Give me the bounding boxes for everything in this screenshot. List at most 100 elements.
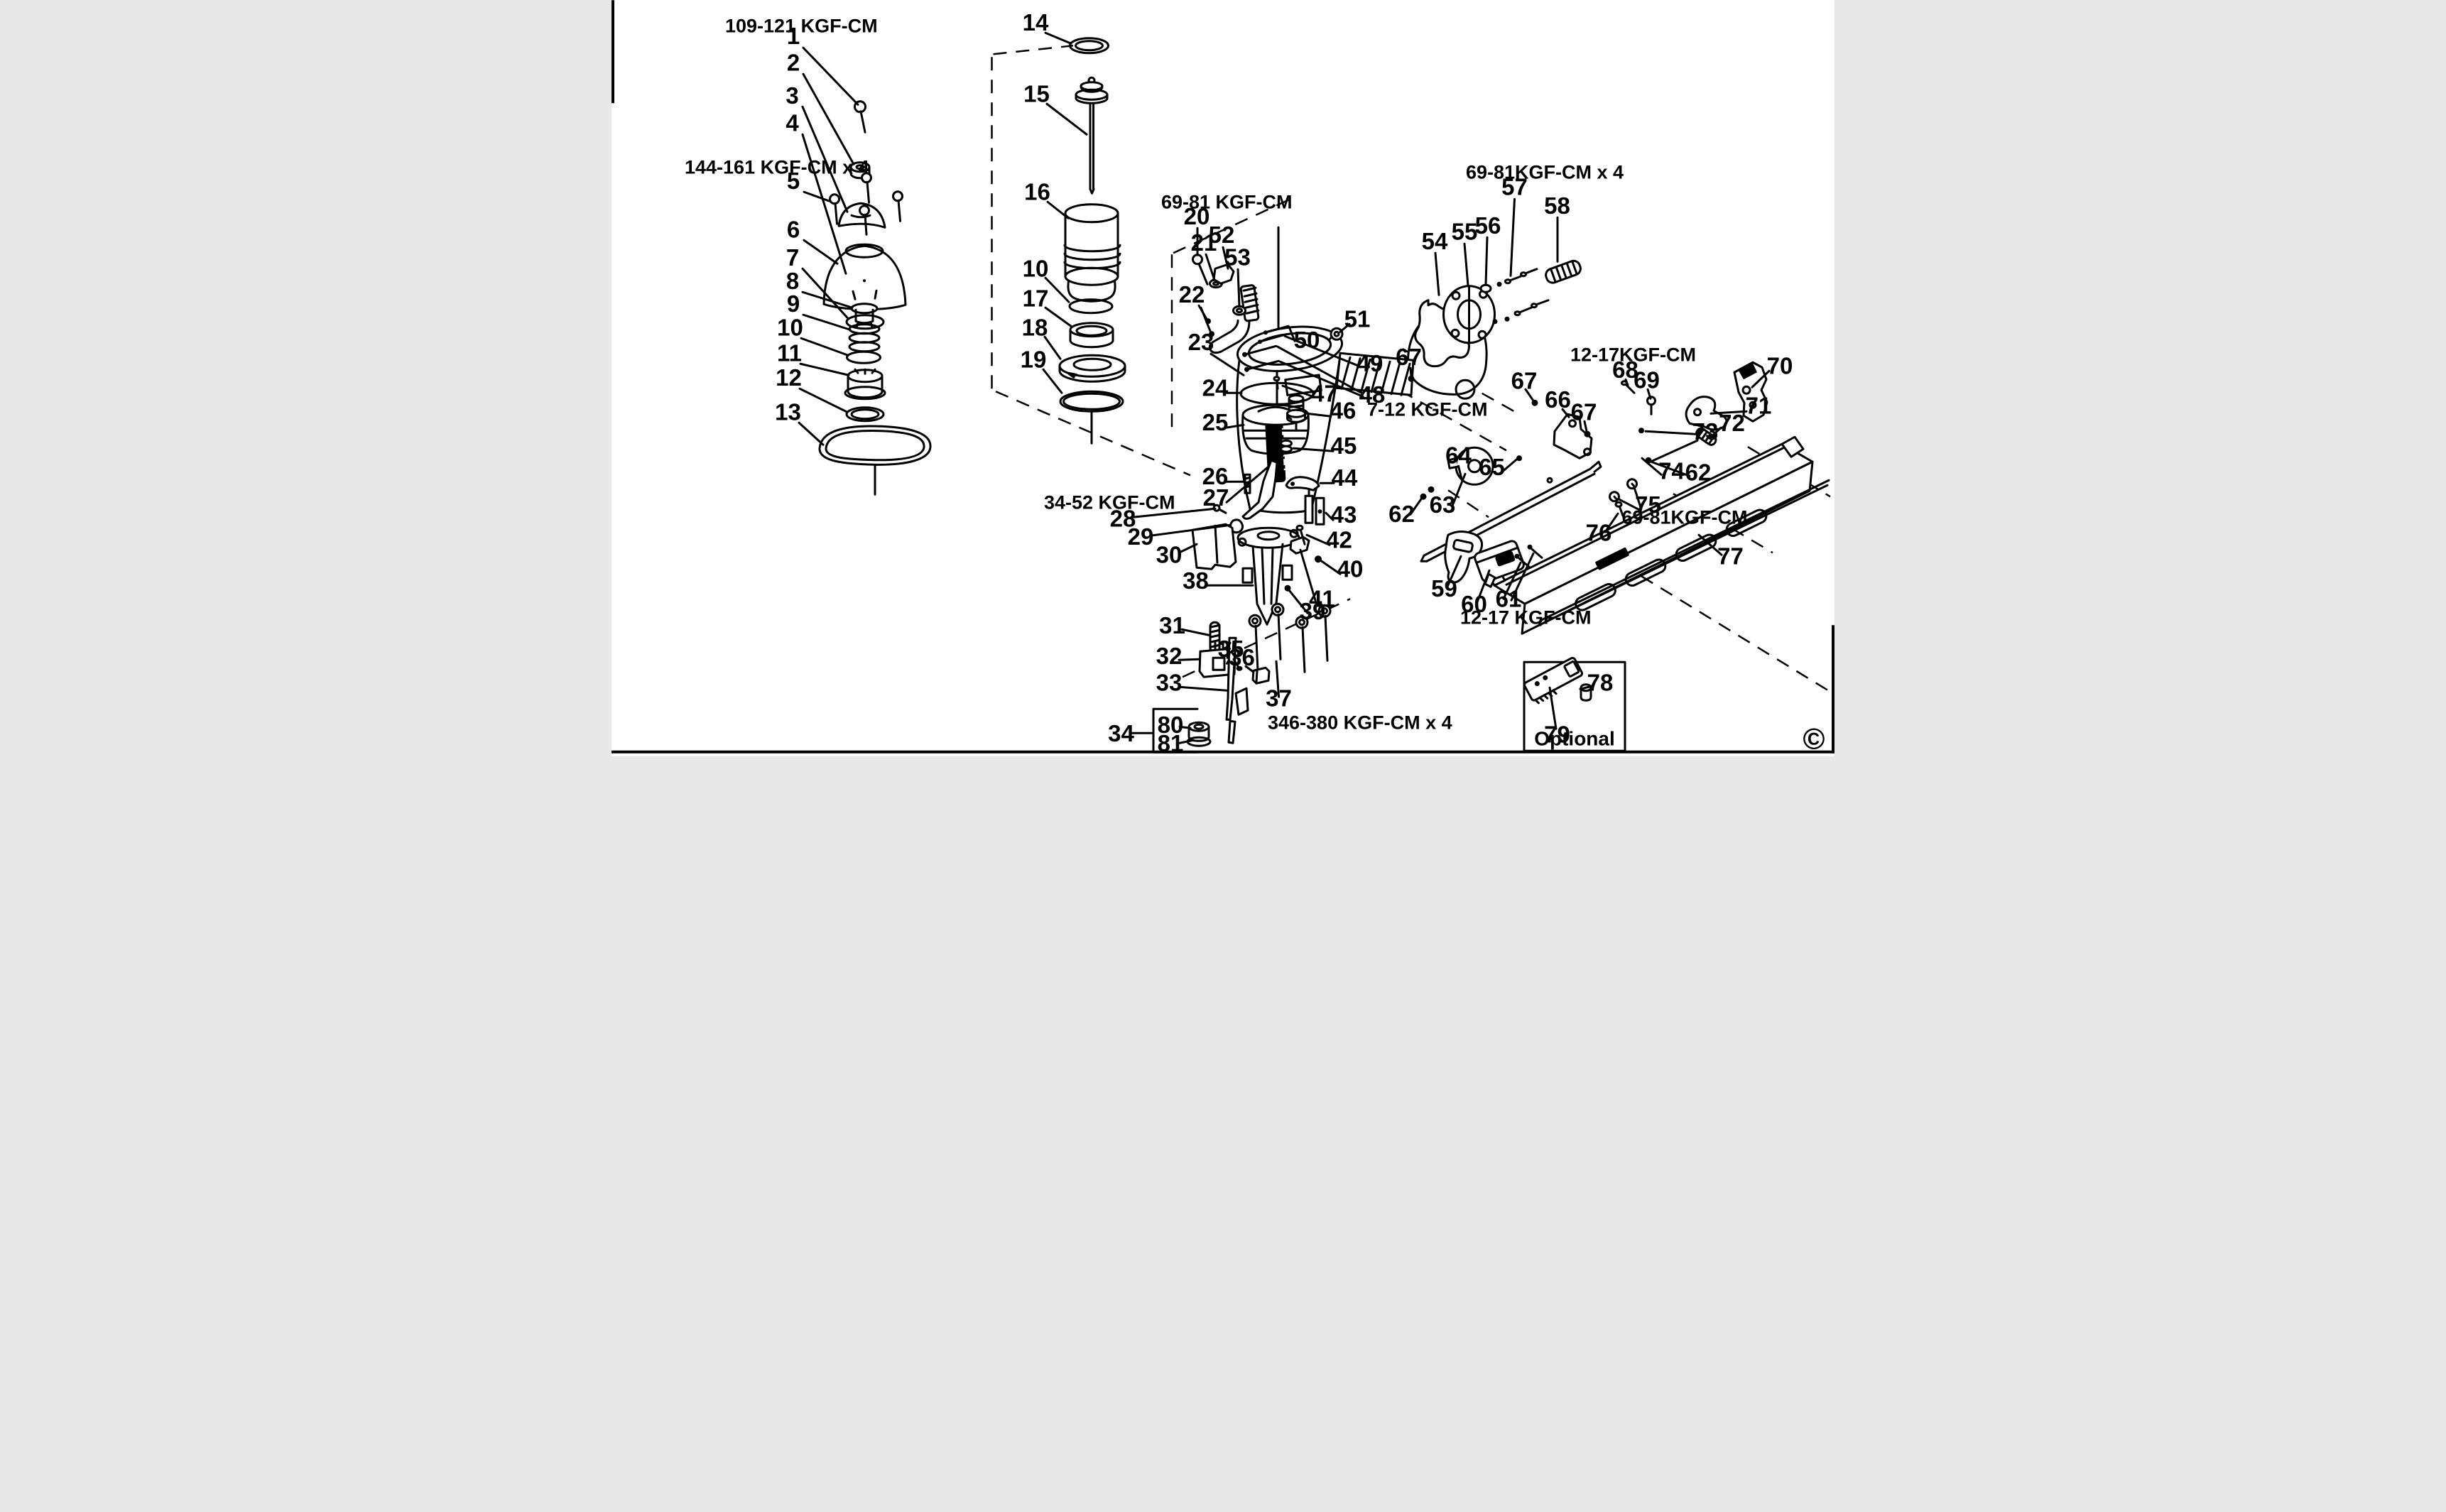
- torque-spec-label-3: 69-81KGF-CM x 4: [1466, 161, 1624, 183]
- leader-line-12: [798, 387, 849, 413]
- leader-line-61: [1510, 552, 1535, 602]
- leader-line-37: [1275, 660, 1280, 698]
- part-number-label-71-74: 71: [1746, 392, 1772, 418]
- page-edge-bottom: [612, 750, 1835, 754]
- part-19-oring-drawing: [1059, 390, 1124, 445]
- part-number-label-54-54: 54: [1422, 228, 1448, 254]
- leader-line-62: [1409, 496, 1423, 516]
- part-73-screws-drawing: [1638, 428, 1652, 464]
- part-number-label-77-80: 77: [1717, 543, 1744, 569]
- part-44-clip-drawing: [1285, 476, 1320, 491]
- part-17-cylinder-ring-drawing: [1069, 322, 1114, 349]
- part-71-hook-drawing: [1685, 396, 1728, 431]
- leader-line-65: [1500, 458, 1518, 474]
- part-number-label-49-51: 49: [1357, 350, 1384, 376]
- part-number-label-57-57: 57: [1501, 173, 1528, 200]
- part-39-pin-drawing: [1284, 584, 1291, 592]
- torque-spec-label-0: 109-121 KGF-CM: [725, 15, 878, 36]
- part-37-bolts-drawing: [1248, 602, 1332, 673]
- leader-line-59: [1445, 555, 1462, 589]
- torque-spec-label-1: 144-161 KGF-CM x 4: [685, 156, 869, 178]
- labels-layer: 1234567891011121314151610171819202152532…: [685, 9, 1793, 756]
- leader-line-27: [1225, 464, 1271, 504]
- part-number-label-64-65: 64: [1445, 442, 1472, 468]
- leader-line-63: [1451, 472, 1467, 507]
- leader-line-3: [801, 105, 849, 213]
- part-number-label-76-79: 76: [1586, 519, 1612, 545]
- part-56-oring-drawing: [1479, 283, 1492, 293]
- part-6-top-cap-drawing: [822, 243, 907, 311]
- part-number-label-32-34: 32: [1156, 643, 1183, 669]
- part-number-label-72-75: 72: [1719, 410, 1745, 436]
- part-number-label-53-23: 53: [1224, 244, 1251, 270]
- part-number-label-45-47: 45: [1331, 433, 1357, 459]
- leader-line-75: [1633, 486, 1642, 508]
- leader-line-67: [1409, 366, 1413, 378]
- leader-line-14: [1044, 31, 1072, 45]
- torque-spec-label-2: 69-81 KGF-CM: [1161, 191, 1293, 212]
- part-number-label-14-13: 14: [1023, 9, 1049, 36]
- leader-line-73: [1644, 430, 1697, 435]
- part-15-pilot-valve-drawing: [1075, 76, 1109, 195]
- part-57-pins-drawing: [1492, 268, 1550, 325]
- part-7-oring-drawing: [845, 314, 885, 330]
- torque-spec-label-4: 7-12 KGF-CM: [1367, 398, 1488, 420]
- leader-line-33: [1178, 685, 1228, 692]
- leader-line-74: [1641, 457, 1663, 476]
- part-53-oring-drawing: [1232, 305, 1246, 316]
- page-edge-left: [612, 0, 614, 104]
- part-20-bolt-drawing: [1192, 254, 1209, 285]
- part-number-label-43-45: 43: [1331, 501, 1357, 528]
- leader-line-35: [1232, 658, 1239, 668]
- part-number-label-61-61: 61: [1496, 585, 1522, 611]
- part-number-label-24-26: 24: [1202, 374, 1229, 401]
- part-number-label-60-60: 60: [1461, 591, 1487, 617]
- leader-line-61: [1502, 561, 1522, 600]
- leader-line-80: [1178, 725, 1192, 729]
- part-number-label-19-19: 19: [1021, 346, 1047, 372]
- part-number-label-1-0: 1: [787, 23, 800, 49]
- leader-line-73: [1651, 439, 1699, 462]
- copyright-symbol: ©: [1803, 722, 1825, 755]
- part-66-bracket-drawing: [1553, 413, 1593, 459]
- leader-line-32: [1178, 658, 1200, 661]
- leader-line-4: [801, 133, 847, 275]
- part-number-label-62-63: 62: [1685, 459, 1712, 485]
- leader-line-56: [1484, 236, 1489, 285]
- part-18-seal-drawing: [1058, 354, 1126, 383]
- leader-line-70: [1751, 369, 1771, 388]
- part-number-label-79-82: 79: [1544, 721, 1570, 747]
- leader-line-15: [1045, 102, 1088, 136]
- part-number-label-11-10: 11: [777, 339, 802, 366]
- leader-line-60: [1475, 569, 1491, 605]
- torque-spec-label-9: 346-380 KGF-CM x 4: [1268, 712, 1452, 733]
- part-number-label-30-32: 30: [1156, 541, 1183, 567]
- leader-line-79: [1548, 686, 1558, 730]
- part-number-label-10-9: 10: [777, 314, 803, 340]
- leader-line-29: [1149, 523, 1232, 537]
- leader-line-11: [799, 362, 850, 376]
- leader-line-66: [1561, 408, 1570, 418]
- part-number-label-15-14: 15: [1023, 80, 1050, 107]
- part-13-head-gasket-drawing: [818, 425, 932, 496]
- leader-line-22: [1200, 306, 1212, 332]
- part-45-seal-stack-drawing: [1280, 439, 1293, 453]
- part-number-label-58-58: 58: [1544, 192, 1570, 219]
- leader-line-9: [802, 313, 852, 331]
- part-number-label-31-33: 31: [1159, 612, 1185, 638]
- leader-line-81: [1178, 739, 1195, 744]
- leader-line-45: [1292, 447, 1335, 452]
- leader-line-77: [1697, 533, 1723, 556]
- leader-line-53: [1236, 268, 1241, 308]
- part-number-label-25-27: 25: [1202, 409, 1229, 435]
- leader-line-57: [1509, 197, 1516, 277]
- part-number-label-67-68: 67: [1396, 344, 1422, 370]
- part-number-label-37-39: 37: [1266, 685, 1292, 711]
- torque-spec-label-8: 69-81KGF-CM: [1622, 506, 1748, 528]
- leader-line-67: [1524, 388, 1535, 402]
- part-number-label-78-81: 78: [1587, 669, 1614, 695]
- part-14-oring-drawing: [1069, 37, 1109, 55]
- part-16-cylinder-drawing: [1063, 203, 1121, 303]
- part-74-magazine-rail-drawing: [1481, 435, 1814, 635]
- part-27-arm-drawing: [1241, 459, 1278, 520]
